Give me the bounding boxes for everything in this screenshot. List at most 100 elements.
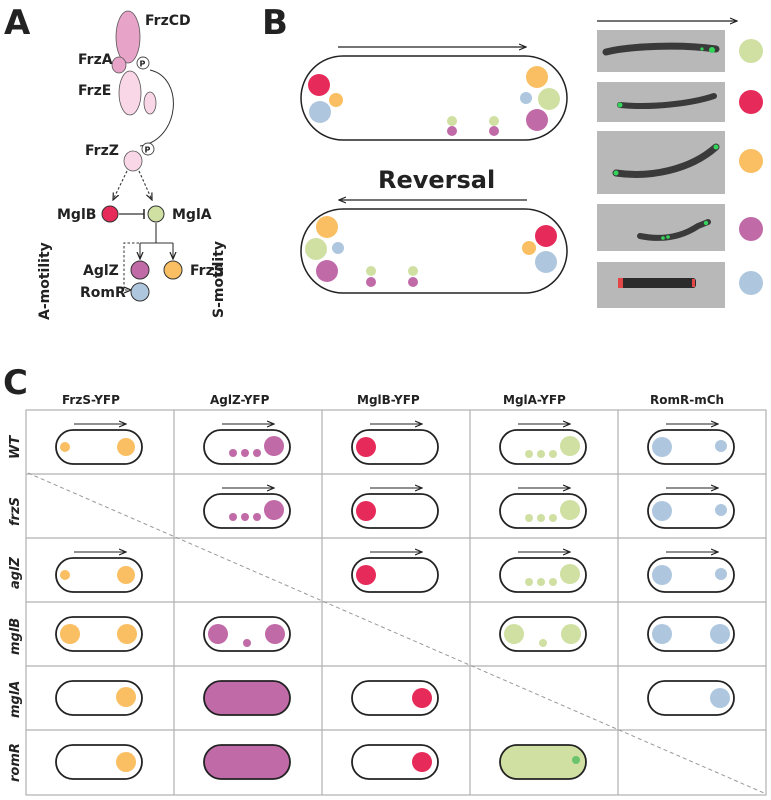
- cell-mgla-aglz: [203, 680, 291, 716]
- frza-label: FrzA: [78, 52, 113, 68]
- col-header-mgla-yfp: MglA-YFP: [503, 393, 566, 407]
- top-frzs-small-spot: [329, 93, 343, 107]
- col-header-mglb-yfp: MglB-YFP: [357, 393, 420, 407]
- row-header-frzs: frzS: [8, 497, 23, 526]
- mgla-to-romr-dashed-arrow: [123, 242, 148, 290]
- bottom-romr-spot: [535, 251, 557, 273]
- frzcd-shape: [115, 10, 141, 64]
- bottom-mglb-spot: [535, 225, 557, 247]
- micrograph-1: [597, 30, 725, 72]
- top-cell: [300, 55, 568, 141]
- aglz-label: AglZ: [83, 263, 119, 279]
- phospho-label-frzz: P: [145, 146, 151, 155]
- romr-circle: [130, 282, 150, 302]
- panel-a-letter: A: [4, 3, 31, 43]
- cell-aglz-frzs: [55, 552, 143, 593]
- mglb-label: MglB: [57, 207, 96, 223]
- frzz-to-mgla-arrow: [138, 170, 152, 200]
- col-header-romr-mch: RomR-mCh: [650, 393, 724, 407]
- phospho-label-frza: P: [140, 60, 146, 69]
- cell-wt-frzs: [55, 424, 143, 465]
- cell-aglz-romr: [647, 552, 735, 593]
- micrograph-2: [597, 82, 725, 122]
- cell-mglb-romr: [647, 616, 735, 652]
- top-mgla-cluster-2: [489, 116, 499, 126]
- cell-frzs-romr: [647, 488, 735, 529]
- cell-romr-mgla: [499, 744, 587, 780]
- micrograph-3-legend-frzs: [739, 149, 763, 173]
- cell-wt-romr: [647, 424, 735, 465]
- top-romr-spot: [309, 101, 331, 123]
- aglz-circle: [130, 260, 150, 280]
- frze-sub-shape: [143, 91, 157, 115]
- bottom-frzs-spot: [316, 216, 338, 238]
- panel-c-grid: [25, 409, 767, 796]
- row-header-romr: romR: [8, 743, 23, 782]
- row-header-mglb: mglB: [8, 618, 23, 655]
- panel-b-letter: B: [262, 3, 288, 43]
- reversal-label: Reversal: [378, 166, 495, 194]
- phospho-transfer-arrow: [139, 69, 174, 147]
- cell-mglb-aglz: [203, 616, 291, 652]
- phospho-circle-frzz: [141, 142, 155, 156]
- bottom-frzs-small-spot: [522, 241, 536, 255]
- col-header-frzs-yfp: FrzS-YFP: [62, 393, 120, 407]
- bottom-mgla-spot: [305, 238, 327, 260]
- row-header-mgla: mglA: [8, 681, 23, 718]
- s-motility-label: S-motility: [211, 241, 227, 318]
- cell-frzs-mglb: [351, 488, 439, 529]
- cell-mgla-frzs: [55, 680, 143, 716]
- top-frzs-spot: [526, 66, 548, 88]
- phospho-circle-frza: [136, 56, 150, 70]
- cell-mgla-romr: [647, 680, 735, 716]
- a-motility-label: A-motility: [37, 242, 53, 320]
- cell-wt-aglz: [203, 424, 291, 465]
- cell-aglz-mglb: [351, 552, 439, 593]
- mgla-label: MglA: [172, 207, 212, 223]
- cell-mglb-frzs: [55, 616, 143, 652]
- cell-frzs-mgla: [499, 488, 587, 529]
- mgla-circle: [147, 205, 165, 223]
- cell-mgla-mglb: [351, 680, 439, 716]
- frza-shape: [111, 56, 127, 74]
- micrograph-3: [597, 131, 725, 194]
- top-romr-small-spot: [520, 92, 532, 104]
- bottom-romr-small-spot: [332, 242, 344, 254]
- cell-frzs-aglz: [203, 488, 291, 529]
- frzs-label: FrzS: [190, 263, 224, 279]
- cell-aglz-mgla: [499, 552, 587, 593]
- top-mgla-cluster-1: [447, 116, 457, 126]
- frzz-to-mglb-arrow: [113, 170, 128, 200]
- bottom-mgla-cluster-1: [366, 266, 376, 276]
- frze-shape: [118, 70, 142, 116]
- bottom-aglz-cluster-2: [408, 277, 418, 287]
- bottom-aglz-spot: [316, 260, 338, 282]
- col-header-aglz-yfp: AglZ-YFP: [210, 393, 270, 407]
- frzz-shape: [123, 150, 143, 172]
- top-aglz-cluster-2: [489, 126, 499, 136]
- top-mglb-spot: [308, 74, 330, 96]
- cell-wt-mglb: [351, 424, 439, 465]
- bottom-mgla-cluster-2: [408, 266, 418, 276]
- mglb-circle: [101, 205, 119, 223]
- micrograph-5-legend-romr: [739, 271, 763, 295]
- frze-label: FrzE: [78, 83, 111, 99]
- frzz-label: FrzZ: [85, 143, 119, 159]
- micrograph-1-legend-mgla: [739, 39, 763, 63]
- row-header-wt: WT: [8, 435, 23, 459]
- micrograph-4: [597, 204, 725, 251]
- cell-wt-mgla: [499, 424, 587, 465]
- micrograph-5: [597, 262, 725, 308]
- frzs-circle: [163, 260, 183, 280]
- diagonal-dashed-line: [27, 472, 765, 794]
- top-mgla-spot: [538, 88, 560, 110]
- cell-mglb-mgla: [499, 616, 587, 652]
- romr-label: RomR: [80, 285, 126, 301]
- top-aglz-spot: [526, 109, 548, 131]
- micrograph-4-legend-aglz: [739, 217, 763, 241]
- top-aglz-cluster-1: [447, 126, 457, 136]
- cell-romr-frzs: [55, 744, 143, 780]
- frzcd-label: FrzCD: [145, 13, 191, 29]
- micrograph-2-legend-mglb: [739, 90, 763, 114]
